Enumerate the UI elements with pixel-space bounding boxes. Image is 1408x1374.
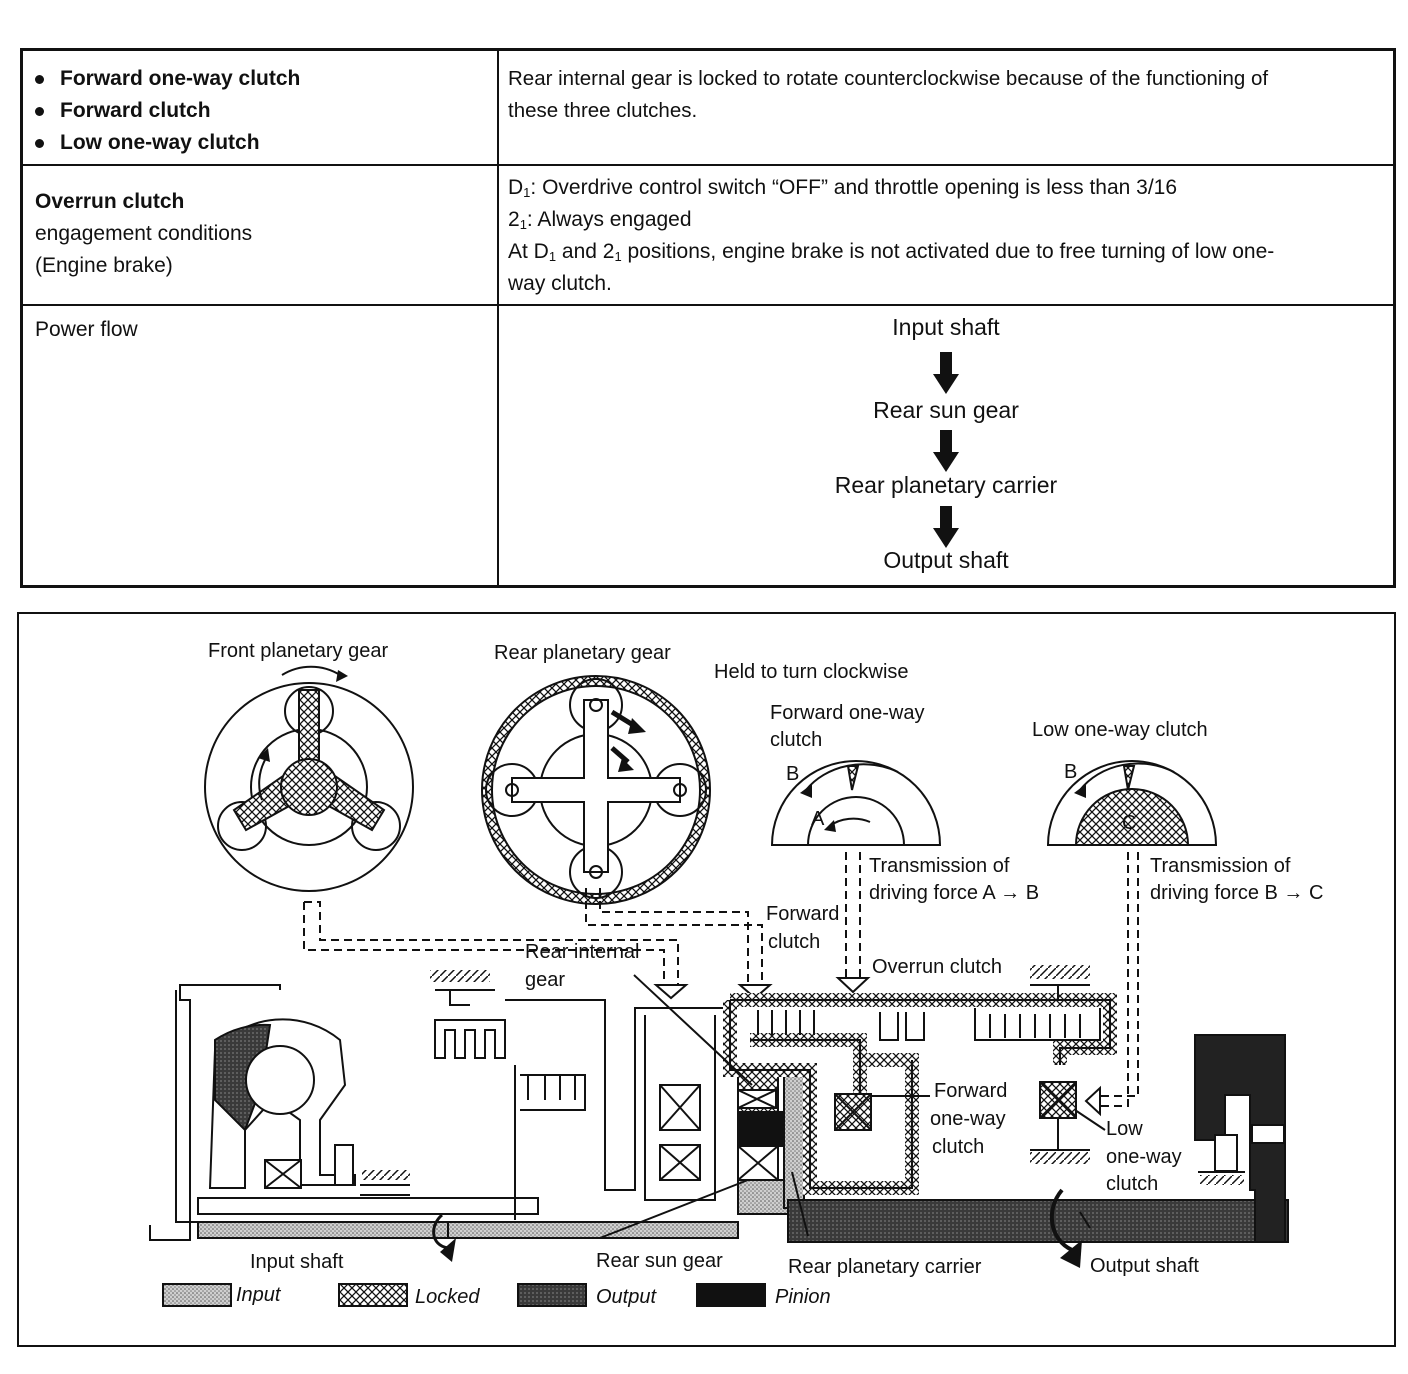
list-item: Forward clutch [35, 95, 300, 127]
label-held-to-turn: Held to turn clockwise [714, 661, 909, 683]
label-rear-planetary-gear: Rear planetary gear [494, 642, 671, 664]
down-arrow-icon [933, 352, 959, 394]
clutch-name: Forward one-way clutch [60, 67, 301, 90]
label-transmission-bc: driving force B → C [1150, 882, 1324, 904]
label-forward-clutch: Forward [766, 903, 840, 925]
label-transmission-ab: Transmission of [869, 855, 1010, 877]
column-divider [497, 51, 499, 585]
overrun-subtitle: engagement conditions [35, 222, 253, 245]
label-point-a: A [811, 808, 825, 830]
condition-21: 21: Always engaged [508, 208, 692, 232]
low-one-way-clutch-illustration [1046, 760, 1218, 846]
label-point-b: B [1064, 761, 1078, 783]
clutch-function-table: Forward one-way clutch Forward clutch Lo… [20, 48, 1396, 588]
legend-output-swatch [517, 1283, 587, 1307]
description-line: Rear internal gear is locked to rotate c… [508, 67, 1269, 90]
label-low-one-way-clutch: Low one-way clutch [1032, 719, 1208, 741]
legend-pinion-label: Pinion [775, 1286, 831, 1308]
overrun-label: Overrun clutch engagement conditions (En… [35, 186, 252, 282]
legend-input-swatch [162, 1283, 232, 1307]
legend-input-label: Input [236, 1284, 281, 1306]
table-row-overrun: Overrun clutch engagement conditions (En… [23, 166, 1393, 306]
label-rear-planetary-carrier: Rear planetary carrier [788, 1256, 982, 1278]
legend-output-label: Output [596, 1286, 657, 1308]
bullet-icon [35, 106, 44, 116]
label-forward-one-way: one-way [930, 1108, 1006, 1130]
label-output-shaft: Output shaft [1090, 1255, 1199, 1277]
label-forward-one-way: clutch [932, 1136, 985, 1158]
label-input-shaft: Input shaft [250, 1251, 344, 1273]
label-low-one-way: one-way [1106, 1146, 1182, 1168]
label-forward-one-way-clutch: clutch [770, 729, 823, 751]
power-flow-chain: Input shaft Rear sun gear Rear planetary… [499, 306, 1393, 588]
clutch-list: Forward one-way clutch Forward clutch Lo… [35, 63, 300, 159]
flow-step: Rear sun gear [873, 397, 1019, 423]
forward-one-way-clutch-illustration [770, 760, 942, 846]
overrun-conditions: D1: Overdrive control switch “OFF” and t… [508, 172, 1274, 300]
label-rear-internal-gear: Rear internal [525, 941, 640, 963]
label-low-one-way: clutch [1106, 1173, 1159, 1195]
label-forward-clutch: clutch [768, 931, 821, 953]
label-low-one-way: Low [1106, 1118, 1143, 1140]
label-transmission-bc: Transmission of [1150, 855, 1291, 877]
front-planetary-gear-illustration [204, 665, 414, 892]
overrun-subtitle: (Engine brake) [35, 254, 173, 277]
clutch-name: Low one-way clutch [60, 131, 260, 154]
flow-step: Input shaft [892, 314, 1000, 340]
label-forward-one-way: Forward [934, 1080, 1008, 1102]
label-rear-sun-gear: Rear sun gear [596, 1250, 723, 1272]
clutch-name: Forward clutch [60, 99, 211, 122]
bullet-icon [35, 138, 44, 148]
condition-d1: D1: Overdrive control switch “OFF” and t… [508, 176, 1178, 200]
table-row-clutches: Forward one-way clutch Forward clutch Lo… [23, 51, 1393, 166]
legend-pinion-swatch [696, 1283, 766, 1307]
list-item: Low one-way clutch [35, 127, 300, 159]
clutch-description: Rear internal gear is locked to rotate c… [508, 63, 1268, 127]
legend-locked-swatch [338, 1283, 408, 1307]
transmission-cross-section [149, 965, 1289, 1268]
table-row-power-flow: Power flow Input shaft Rear sun gear Rea… [23, 306, 1393, 588]
label-forward-one-way-clutch: Forward one-way [770, 702, 925, 724]
legend-swatches [162, 1283, 766, 1307]
transmission-diagram [17, 612, 1396, 1347]
rear-planetary-gear-illustration [481, 675, 711, 905]
label-rear-internal-gear: gear [525, 969, 566, 991]
label-point-b: B [786, 763, 800, 785]
label-point-c: C [1122, 812, 1137, 834]
flow-step: Output shaft [883, 547, 1009, 573]
power-flow-label: Power flow [35, 318, 138, 341]
list-item: Forward one-way clutch [35, 63, 300, 95]
label-front-planetary-gear: Front planetary gear [208, 640, 389, 662]
dashed-guide-lines [303, 852, 1139, 1117]
description-line: these three clutches. [508, 99, 698, 122]
condition-note-line2: way clutch. [508, 272, 612, 295]
down-arrow-icon [933, 506, 959, 548]
bullet-icon [35, 74, 44, 84]
legend-locked-label: Locked [415, 1286, 480, 1308]
condition-note: At D1 and 21 positions, engine brake is … [508, 240, 1275, 264]
label-transmission-ab: driving force A → B [869, 882, 1040, 904]
overrun-title: Overrun clutch [35, 190, 185, 213]
flow-step: Rear planetary carrier [834, 472, 1058, 498]
down-arrow-icon [933, 430, 959, 472]
label-overrun-clutch: Overrun clutch [872, 956, 1003, 978]
